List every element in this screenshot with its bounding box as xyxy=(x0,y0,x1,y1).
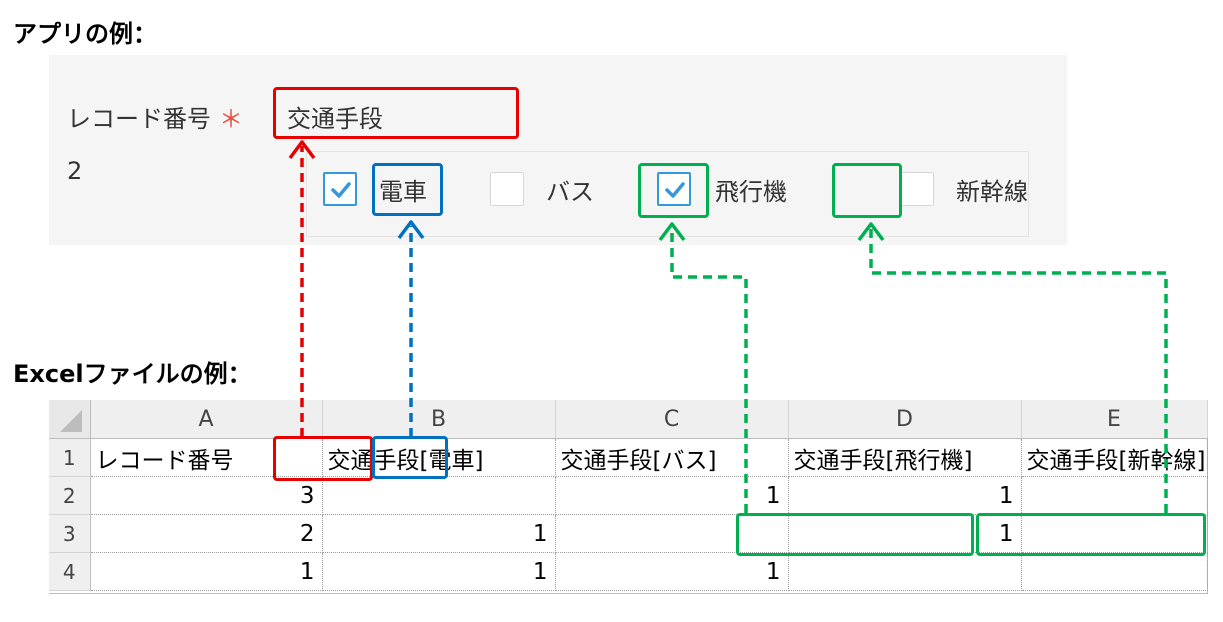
checkbox-unchecked[interactable] xyxy=(490,172,524,206)
cell[interactable]: 2 xyxy=(90,514,323,553)
checkbox-label: 電車 xyxy=(379,178,427,206)
row-header[interactable]: 1 xyxy=(49,438,91,477)
column-header[interactable]: B xyxy=(322,400,556,439)
airplane-checkbox-highlight-green xyxy=(638,163,709,218)
checkbox-unchecked[interactable] xyxy=(900,172,934,206)
check-icon xyxy=(331,182,351,198)
row-header[interactable]: 4 xyxy=(49,552,91,591)
cell[interactable]: 1 xyxy=(322,552,556,591)
cell[interactable]: 3 xyxy=(90,476,323,515)
column-header[interactable]: E xyxy=(1021,400,1208,439)
app-record-panel: レコード番号 ＊ 交通手段 2 電車 バス 飛行機 新幹線 xyxy=(49,55,1067,245)
cell[interactable] xyxy=(1021,514,1208,553)
cell[interactable]: 交通手段[バス] xyxy=(555,438,789,477)
train-option-highlight-blue xyxy=(372,163,443,216)
app-example-heading: アプリの例： xyxy=(13,20,157,48)
required-mark: ＊ xyxy=(219,105,243,133)
excel-example-heading: Excelファイルの例： xyxy=(13,360,252,388)
shinkansen-cell-highlight-green xyxy=(976,513,1206,556)
checkbox-checked[interactable] xyxy=(323,172,357,206)
record-number-label: レコード番号 ＊ xyxy=(67,99,243,134)
field-name-cell-highlight-red xyxy=(273,436,373,481)
cell[interactable]: 1 xyxy=(788,514,1022,553)
column-header[interactable]: C xyxy=(555,400,789,439)
train-cell-highlight-blue xyxy=(372,436,448,479)
field-name-highlight-red xyxy=(273,87,519,139)
cell[interactable]: 1 xyxy=(555,476,789,515)
checkbox-label: 飛行機 xyxy=(715,178,787,206)
cell[interactable]: 1 xyxy=(788,476,1022,515)
cell[interactable]: レコード番号 xyxy=(90,438,323,477)
cell[interactable] xyxy=(322,476,556,515)
record-number-value: 2 xyxy=(67,157,83,185)
cell[interactable]: 交通手段[新幹線] xyxy=(1021,438,1208,477)
excel-spreadsheet: A B C D E 1 レコード番号 交通手段[電車] 交通手段[バス] 交通手… xyxy=(49,400,1208,594)
cell[interactable]: 1 xyxy=(555,552,789,591)
column-header[interactable]: A xyxy=(90,400,323,439)
checkbox-checked[interactable] xyxy=(657,172,691,206)
field-name-value: 交通手段 xyxy=(287,105,383,133)
table-row: 4 1 1 1 xyxy=(49,552,1208,591)
cell[interactable] xyxy=(788,552,1022,591)
row-header[interactable]: 3 xyxy=(49,514,91,553)
record-number-label-text: レコード番号 xyxy=(67,105,211,133)
cell[interactable]: 交通手段[飛行機] xyxy=(788,438,1022,477)
check-icon xyxy=(665,182,685,198)
row-header[interactable]: 2 xyxy=(49,476,91,515)
table-row: 2 3 1 1 xyxy=(49,476,1208,515)
cell[interactable] xyxy=(1021,476,1208,515)
select-all-icon xyxy=(60,410,83,432)
cell[interactable] xyxy=(555,514,789,553)
checkbox-label: 新幹線 xyxy=(956,178,1028,206)
column-header[interactable]: D xyxy=(788,400,1022,439)
shinkansen-checkbox-highlight-green xyxy=(832,163,902,218)
cell[interactable]: 1 xyxy=(90,552,323,591)
airplane-cell-highlight-green xyxy=(736,513,974,556)
select-all-corner[interactable] xyxy=(49,400,91,439)
cell[interactable]: 1 xyxy=(322,514,556,553)
table-row: 1 レコード番号 交通手段[電車] 交通手段[バス] 交通手段[飛行機] 交通手… xyxy=(49,438,1208,477)
cell[interactable] xyxy=(1021,552,1208,591)
checkbox-label: バス xyxy=(546,178,594,206)
table-row: 3 2 1 1 xyxy=(49,514,1208,553)
